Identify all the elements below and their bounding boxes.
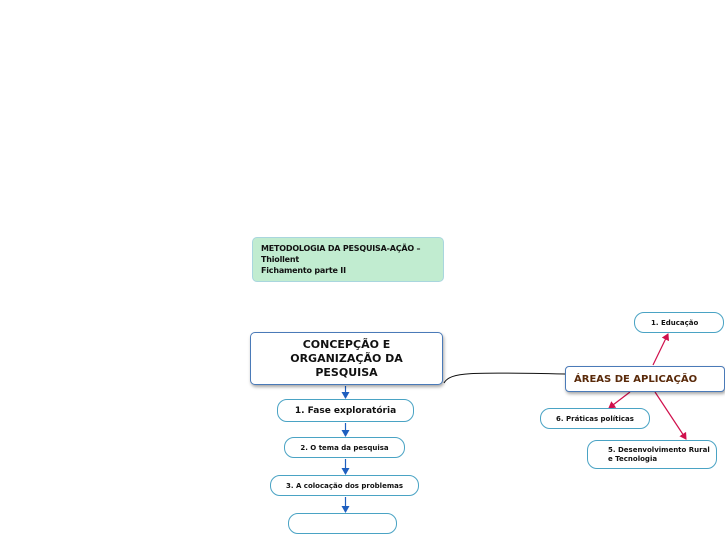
note-line-2: Thiollent: [261, 255, 300, 264]
area-label: 5. Desenvolvimento Rural e Tecnologia: [608, 445, 710, 463]
step-node-tema-pesquisa[interactable]: 2. O tema da pesquisa: [284, 437, 405, 458]
areas-title: ÁREAS DE APLICAÇÃO: [574, 373, 698, 385]
area-node-praticas-politicas[interactable]: 6. Práticas políticas: [540, 408, 650, 429]
area-label: 1. Educação: [651, 318, 699, 327]
step-node-fase-exploratoria[interactable]: 1. Fase exploratória: [277, 399, 414, 422]
main-topic-label: CONCEPÇÃO E ORGANIZAÇÃO DA PESQUISA: [290, 337, 403, 379]
note-line-1: METODOLOGIA DA PESQUISA-AÇÃO –: [261, 244, 421, 253]
step-label: 2. O tema da pesquisa: [300, 443, 389, 452]
arrow-areas-to-desenvolvimento: [654, 391, 687, 440]
area-node-desenvolvimento-rural[interactable]: 5. Desenvolvimento Rural e Tecnologia: [587, 440, 717, 469]
step-label: 3. A colocação dos problemas: [285, 481, 404, 490]
area-label: 6. Práticas políticas: [556, 414, 634, 423]
main-to-areas-connector: [443, 372, 566, 384]
step-node-4[interactable]: [288, 513, 397, 534]
areas-aplicacao-node[interactable]: ÁREAS DE APLICAÇÃO: [565, 366, 725, 392]
step-label: 1. Fase exploratória: [294, 405, 397, 416]
note-line-3: Fichamento parte II: [261, 266, 346, 275]
source-note[interactable]: METODOLOGIA DA PESQUISA-AÇÃO – Thiollent…: [252, 237, 444, 282]
step-node-colocacao-problemas[interactable]: 3. A colocação dos problemas: [270, 475, 419, 496]
arrow-areas-to-educacao: [652, 333, 669, 366]
arrow-areas-to-praticas: [608, 391, 631, 409]
connector-layer: [341, 333, 687, 513]
main-topic-node[interactable]: CONCEPÇÃO E ORGANIZAÇÃO DA PESQUISA: [250, 332, 443, 385]
area-node-educacao[interactable]: 1. Educação: [634, 312, 724, 333]
